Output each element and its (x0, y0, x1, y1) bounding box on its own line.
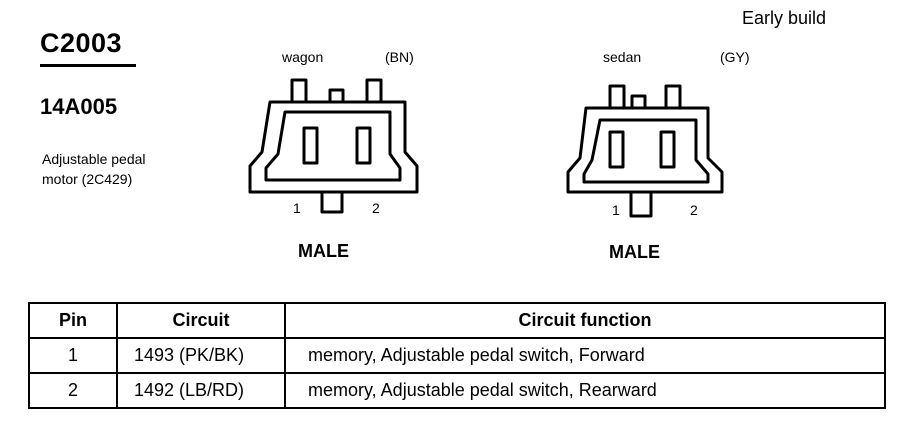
wagon-pin-1-label: 1 (293, 200, 301, 216)
wagon-left-tab (290, 78, 308, 104)
wagon-center-key (328, 88, 345, 104)
sedan-pin-1-label: 1 (612, 202, 620, 218)
header-pin: Pin (28, 302, 118, 339)
row-2-pin: 2 (28, 372, 118, 409)
table-row: 2 1492 (LB/RD) memory, Adjustable pedal … (28, 372, 886, 409)
table-row: 1 1493 (PK/BK) memory, Adjustable pedal … (28, 337, 886, 374)
wagon-connector-face-icon (248, 78, 419, 214)
build-label: Early build (742, 8, 827, 28)
wagon-pin-2-label: 2 (372, 200, 380, 216)
row-2-function: memory, Adjustable pedal switch, Rearwar… (284, 372, 886, 409)
wagon-right-tab (365, 78, 383, 104)
sedan-center-key (630, 94, 647, 110)
sedan-color-code: (GY) (720, 49, 750, 65)
sedan-pin-2-label: 2 (690, 202, 698, 218)
description-line-2: motor (2C429) (42, 171, 133, 187)
sedan-cavity (582, 118, 710, 184)
sedan-connector-face-icon (566, 84, 724, 218)
row-1-function: memory, Adjustable pedal switch, Forward (284, 337, 886, 374)
sedan-left-tab (608, 84, 626, 110)
wagon-gender-label: MALE (298, 241, 349, 261)
sedan-terminal-1 (608, 130, 625, 169)
wagon-terminal-1 (302, 126, 319, 165)
header-circuit: Circuit (116, 302, 286, 339)
sedan-variant-label: sedan (603, 49, 642, 65)
wagon-variant-label: wagon (282, 49, 324, 65)
row-1-pin: 1 (28, 337, 118, 374)
wagon-cavity (264, 110, 402, 182)
part-number: 14A005 (40, 94, 118, 119)
connector-id: C2003 (40, 28, 123, 58)
sedan-gender-label: MALE (609, 242, 660, 262)
table-header-row: Pin Circuit Circuit function (28, 302, 886, 339)
connector-description: Adjustable pedal motor (2C429) (42, 149, 192, 189)
pinout-table: Pin Circuit Circuit function 1 1493 (PK/… (28, 302, 886, 409)
sedan-bottom-key (629, 190, 653, 218)
title-underline (40, 64, 136, 67)
row-1-circuit: 1493 (PK/BK) (116, 337, 286, 374)
wagon-terminal-2 (355, 126, 372, 165)
row-2-circuit: 1492 (LB/RD) (116, 372, 286, 409)
sedan-right-tab (664, 84, 682, 110)
description-line-1: Adjustable pedal (42, 151, 146, 167)
header-circuit-function: Circuit function (284, 302, 886, 339)
wagon-color-code: (BN) (385, 49, 414, 65)
sedan-terminal-2 (659, 130, 676, 169)
